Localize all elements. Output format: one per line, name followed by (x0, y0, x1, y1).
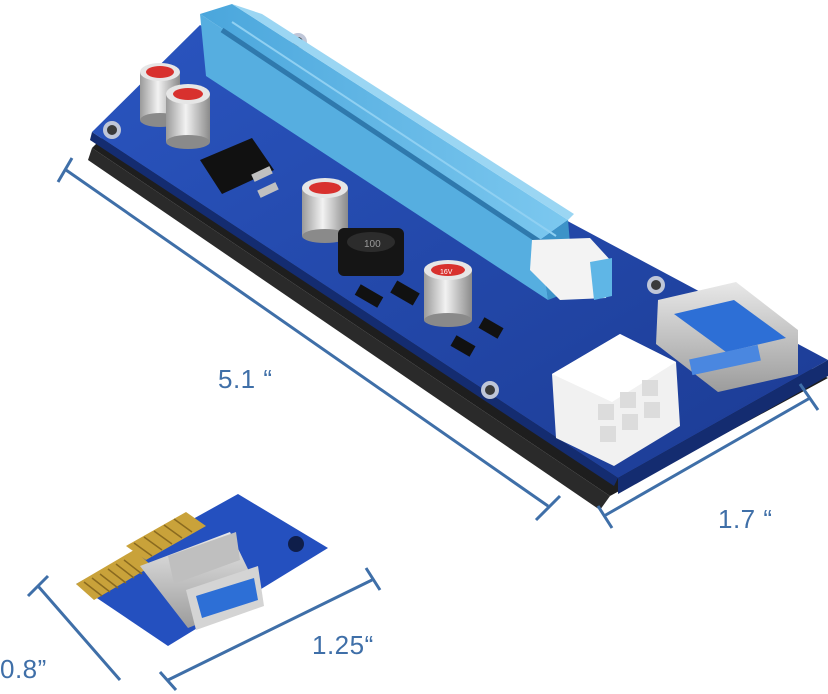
dimension-line-width (596, 383, 820, 529)
riser-width-label: 1.7 “ (718, 504, 773, 534)
capacitor (166, 84, 210, 149)
dimension-line-adapter-height (26, 574, 122, 681)
mount-hole (288, 536, 304, 552)
smd-chip (354, 284, 384, 308)
dimension-line-adapter-width (158, 567, 382, 691)
pcie-x16-slot (200, 4, 574, 300)
capacitor-marking: 16V (440, 269, 453, 276)
dimension-lines (26, 157, 820, 691)
smd-chip (450, 335, 476, 357)
six-pin-power-connector (552, 334, 680, 466)
adapter-width-label: 1.25“ (312, 630, 374, 660)
usb3-port (656, 282, 798, 392)
voltage-regulator (200, 138, 279, 198)
usb3-port (140, 532, 264, 630)
adapter-height-label: 0.8” (0, 654, 47, 684)
inductor: 100 (338, 228, 404, 276)
riser-board: 16V 100 (88, 4, 828, 510)
riser-length-label: 5.1 “ (218, 364, 273, 394)
smd-chip (390, 280, 420, 306)
capacitor (302, 178, 348, 243)
slot-latch (530, 238, 612, 300)
capacitor: 16V (424, 260, 472, 327)
pcie-x1-adapter (76, 494, 328, 646)
dimension-line-length (56, 157, 562, 522)
smd-chip (478, 317, 504, 339)
inductor-marking: 100 (364, 239, 381, 250)
gold-fingers (76, 512, 206, 600)
